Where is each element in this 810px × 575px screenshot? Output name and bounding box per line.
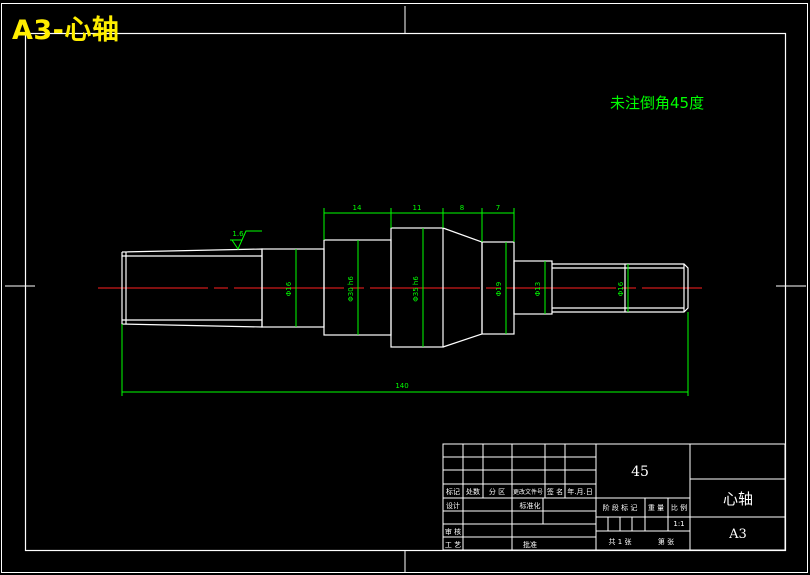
tb-label-review: 审 核 — [445, 527, 461, 536]
tb-label-zone: 分 区 — [489, 487, 505, 496]
tb-scale-value: 1:1 — [673, 520, 684, 528]
tb-label-mark: 标记 — [446, 487, 460, 496]
tb-material: 45 — [631, 464, 649, 480]
tb-sheet-size: A3 — [728, 527, 747, 542]
tb-label-approve: 批准 — [523, 540, 537, 549]
tb-label-process: 工 艺 — [445, 541, 461, 549]
dim-top-1: 14 — [353, 204, 362, 212]
roughness-value: 1.6 — [232, 230, 244, 238]
title-block — [442, 443, 786, 551]
dim-dia-5: Φ13 — [534, 282, 542, 296]
dim-overall: 140 — [395, 382, 408, 390]
tb-label-count: 处数 — [466, 487, 480, 496]
tb-label-stage-mark: 阶 段 标 记 — [603, 503, 638, 512]
drawing-title: A3-心轴 — [12, 15, 120, 46]
tb-label-date: 年.月.日 — [567, 487, 592, 496]
dim-top-2: 11 — [413, 204, 422, 212]
tb-label-weight: 重 量 — [648, 504, 664, 512]
tb-label-ratio: 比 例 — [671, 503, 687, 512]
dim-dia-2: Φ30 h6 — [347, 276, 355, 302]
chamfer-note: 未注倒角45度 — [610, 94, 704, 112]
dim-dia-1: Φ16 — [285, 281, 293, 296]
tb-label-change-doc: 更改文件号 — [513, 488, 543, 496]
dimension-lines — [121, 208, 689, 396]
tb-label-standardization: 标准化 — [520, 501, 541, 510]
tb-label-sheet-no: 第 张 — [658, 537, 674, 546]
dim-top-3: 8 — [460, 204, 464, 212]
tb-label-signature: 签 名 — [547, 487, 563, 496]
dim-top-4: 7 — [496, 204, 500, 212]
tb-part-name: 心轴 — [723, 490, 753, 508]
dim-dia-3: Φ35 h6 — [412, 276, 420, 302]
dim-dia-4: Φ19 — [495, 282, 503, 296]
tb-label-design: 设计 — [446, 501, 460, 510]
tb-label-sheets-total: 共 1 张 — [609, 537, 632, 546]
dim-dia-6: Φ16 — [617, 281, 625, 296]
sheet-frame — [1, 3, 808, 573]
